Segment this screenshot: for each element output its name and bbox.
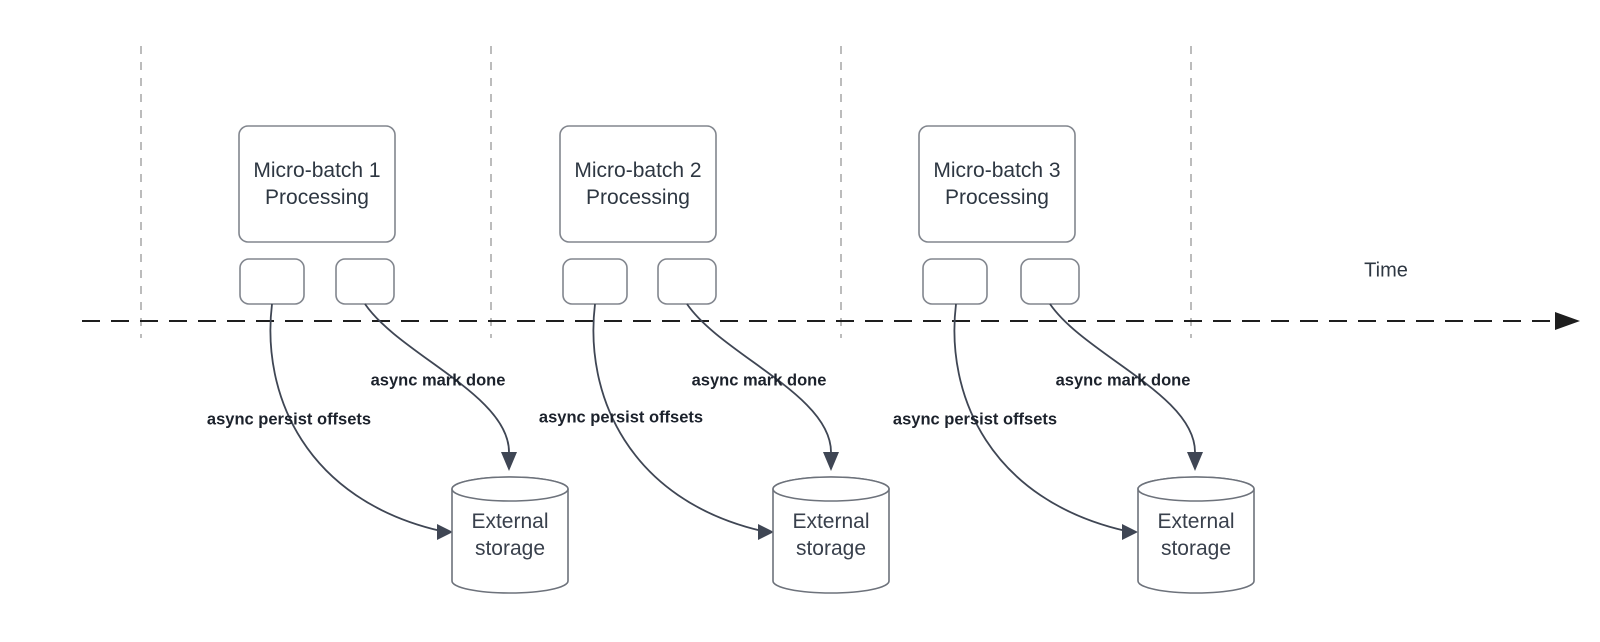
microbatch-2-process-label: Micro-batch 2 Processing <box>574 159 702 209</box>
microbatch-1-process-box <box>238 125 396 243</box>
microbatch-2-mark-done-arrow <box>686 303 832 453</box>
external-storage-label-2: External storage <box>792 510 870 560</box>
microbatch-1-persist-offsets-arrow <box>269 303 442 532</box>
time-axis-arrowhead-icon <box>1555 312 1580 330</box>
microbatch-3-process-box <box>918 125 1076 243</box>
external-storage-cylinder-2-rim <box>772 476 890 502</box>
microbatch-1-mark-done-label: async mark done <box>370 371 506 390</box>
microbatch-3-persist-arrowhead-icon <box>1122 524 1138 540</box>
external-storage-label-1: External storage <box>471 510 549 560</box>
microbatch-1-done-task-box <box>335 258 395 305</box>
microbatch-1-process-label: Micro-batch 1 Processing <box>253 159 381 209</box>
time-axis-label: Time <box>1364 259 1408 282</box>
microbatch-2-process-box <box>559 125 717 243</box>
microbatch-3-done-task-box <box>1020 258 1080 305</box>
microbatch-1-persist-offsets-label: async persist offsets <box>206 410 372 429</box>
microbatch-3-persist-offsets-arrow <box>953 303 1127 532</box>
microbatch-2-persist-arrowhead-icon <box>758 524 774 540</box>
microbatch-3-process-label: Micro-batch 3 Processing <box>933 159 1061 209</box>
external-storage-label-3: External storage <box>1157 510 1235 560</box>
external-storage-cylinder-3-rim <box>1137 476 1255 502</box>
microbatch-2-done-arrowhead-icon <box>823 452 839 471</box>
microbatch-1-persist-task-box <box>239 258 305 305</box>
microbatch-1-mark-done-arrow <box>364 303 510 453</box>
microbatch-1-done-arrowhead-icon <box>501 452 517 471</box>
microbatch-3-done-arrowhead-icon <box>1187 452 1203 471</box>
microbatch-3-persist-offsets-label: async persist offsets <box>892 410 1058 429</box>
microbatch-1-persist-arrowhead-icon <box>437 524 453 540</box>
microbatch-3-mark-done-arrow <box>1049 303 1196 453</box>
microbatch-3-mark-done-label: async mark done <box>1055 371 1191 390</box>
microbatch-2-persist-offsets-label: async persist offsets <box>538 408 704 427</box>
microbatch-2-mark-done-label: async mark done <box>691 371 827 390</box>
microbatch-2-persist-offsets-arrow <box>592 303 763 532</box>
external-storage-cylinder-1-rim <box>451 476 569 502</box>
microbatch-3-persist-task-box <box>922 258 988 305</box>
microbatch-2-persist-task-box <box>562 258 628 305</box>
microbatch-2-done-task-box <box>657 258 717 305</box>
